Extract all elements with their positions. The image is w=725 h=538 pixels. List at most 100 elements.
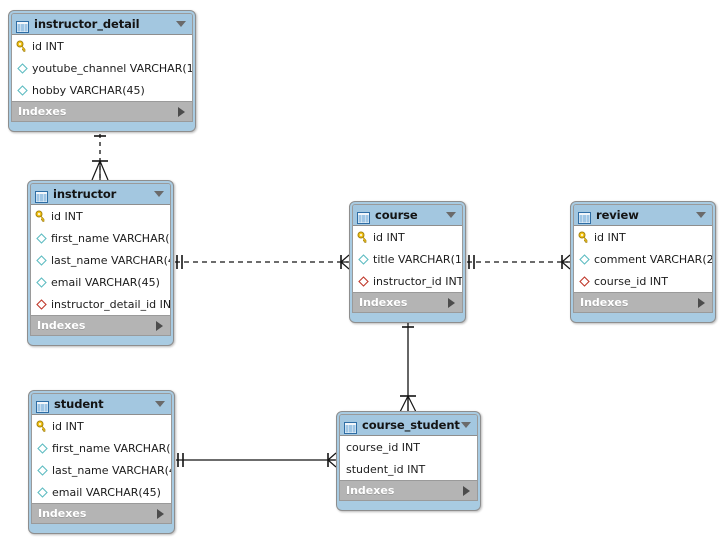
column-row[interactable]: course_id INT	[574, 270, 712, 292]
table-instructor_detail[interactable]: instructor_detail id INT	[8, 10, 196, 132]
column-row[interactable]: last_name VARCHAR(45)	[32, 459, 171, 481]
column-list: id INT first_name VARCHAR(45)	[31, 205, 170, 315]
relationship-student-course-student[interactable]	[176, 452, 337, 468]
column-row[interactable]: course_id INT	[340, 436, 477, 458]
table-icon	[35, 188, 48, 203]
column-row[interactable]: id INT	[12, 35, 192, 57]
table-body: course id INT	[352, 204, 463, 313]
column-row[interactable]: email VARCHAR(45)	[32, 481, 171, 503]
diamond-icon	[16, 84, 29, 97]
table-student[interactable]: student id INT	[28, 390, 175, 534]
column-list: id INT comment VARCHAR(256)	[574, 226, 712, 292]
relationship-course-course-student[interactable]	[399, 318, 417, 413]
column-label: id INT	[32, 39, 64, 53]
column-label: title VARCHAR(128)	[373, 252, 462, 266]
indexes-section[interactable]: Indexes	[12, 101, 192, 121]
table-header[interactable]: review	[574, 205, 712, 226]
chevron-right-icon[interactable]	[463, 486, 470, 496]
column-row[interactable]: title VARCHAR(128)	[353, 248, 462, 270]
column-row[interactable]: id INT	[31, 205, 170, 227]
table-body: review id INT	[573, 204, 713, 313]
column-row[interactable]: instructor_id INT	[353, 270, 462, 292]
table-header[interactable]: student	[32, 394, 171, 415]
diamond-red-icon	[578, 275, 591, 288]
column-row[interactable]: first_name VARCHAR(45)	[31, 227, 170, 249]
table-title: instructor_detail	[34, 17, 140, 31]
table-header[interactable]: course	[353, 205, 462, 226]
chevron-down-icon[interactable]	[696, 212, 706, 218]
column-row[interactable]: email VARCHAR(45)	[31, 271, 170, 293]
chevron-down-icon[interactable]	[155, 401, 165, 407]
column-label: id INT	[373, 230, 405, 244]
relationship-instructor-detail-instructor[interactable]	[91, 126, 109, 181]
key-icon	[35, 210, 48, 223]
diamond-icon	[36, 442, 49, 455]
table-title: student	[54, 397, 104, 411]
column-label: student_id INT	[346, 462, 426, 476]
column-row[interactable]: id INT	[32, 415, 171, 437]
column-list: id INT youtube_channel VARCHAR(128)	[12, 35, 192, 101]
chevron-down-icon[interactable]	[154, 191, 164, 197]
table-review[interactable]: review id INT	[570, 201, 716, 323]
chevron-down-icon[interactable]	[176, 21, 186, 27]
indexes-label: Indexes	[37, 318, 86, 332]
table-icon	[344, 419, 357, 434]
indexes-section[interactable]: Indexes	[574, 292, 712, 312]
indexes-section[interactable]: Indexes	[31, 315, 170, 335]
chevron-down-icon[interactable]	[446, 212, 456, 218]
column-list: id INT first_name VARCHAR(45)	[32, 415, 171, 503]
indexes-section[interactable]: Indexes	[32, 503, 171, 523]
table-instructor[interactable]: instructor id INT	[27, 180, 174, 346]
indexes-label: Indexes	[18, 104, 67, 118]
column-label: id INT	[52, 419, 84, 433]
table-header[interactable]: instructor_detail	[12, 14, 192, 35]
column-row[interactable]: id INT	[353, 226, 462, 248]
chevron-right-icon[interactable]	[448, 298, 455, 308]
table-header[interactable]: course_student	[340, 415, 477, 436]
column-list: id INT title VARCHAR(128)	[353, 226, 462, 292]
diamond-icon	[36, 464, 49, 477]
column-label: last_name VARCHAR(45)	[52, 463, 171, 477]
table-title: review	[596, 208, 639, 222]
chevron-down-icon[interactable]	[461, 422, 471, 428]
column-row[interactable]: comment VARCHAR(256)	[574, 248, 712, 270]
table-title: instructor	[53, 187, 117, 201]
column-label: course_id INT	[594, 274, 668, 288]
table-header[interactable]: instructor	[31, 184, 170, 205]
chevron-right-icon[interactable]	[157, 509, 164, 519]
column-label: id INT	[51, 209, 83, 223]
relationship-course-review[interactable]	[467, 254, 571, 270]
table-course_student[interactable]: course_student course_id INT student_id …	[336, 411, 481, 511]
table-icon	[357, 209, 370, 224]
key-icon	[357, 231, 370, 244]
column-list: course_id INT student_id INT	[340, 436, 477, 480]
column-label: youtube_channel VARCHAR(128)	[32, 61, 193, 75]
column-row[interactable]: youtube_channel VARCHAR(128)	[12, 57, 192, 79]
table-icon	[578, 209, 591, 224]
column-row[interactable]: last_name VARCHAR(45)	[31, 249, 170, 271]
indexes-section[interactable]: Indexes	[340, 480, 477, 500]
column-row[interactable]: hobby VARCHAR(45)	[12, 79, 192, 101]
column-row[interactable]: instructor_detail_id INT	[31, 293, 170, 315]
table-icon	[16, 18, 29, 33]
table-body: instructor id INT	[30, 183, 171, 336]
indexes-label: Indexes	[580, 295, 629, 309]
diamond-icon	[35, 232, 48, 245]
column-label: instructor_id INT	[373, 274, 463, 288]
relationship-instructor-course[interactable]	[175, 254, 350, 270]
chevron-right-icon[interactable]	[156, 321, 163, 331]
chevron-right-icon[interactable]	[698, 298, 705, 308]
column-row[interactable]: first_name VARCHAR(45)	[32, 437, 171, 459]
diamond-icon	[16, 62, 29, 75]
table-course[interactable]: course id INT	[349, 201, 466, 323]
diamond-icon	[35, 276, 48, 289]
diamond-icon	[578, 253, 591, 266]
column-row[interactable]: student_id INT	[340, 458, 477, 480]
chevron-right-icon[interactable]	[178, 107, 185, 117]
indexes-section[interactable]: Indexes	[353, 292, 462, 312]
column-label: first_name VARCHAR(45)	[51, 231, 170, 245]
column-label: first_name VARCHAR(45)	[52, 441, 171, 455]
diamond-icon	[357, 253, 370, 266]
column-row[interactable]: id INT	[574, 226, 712, 248]
